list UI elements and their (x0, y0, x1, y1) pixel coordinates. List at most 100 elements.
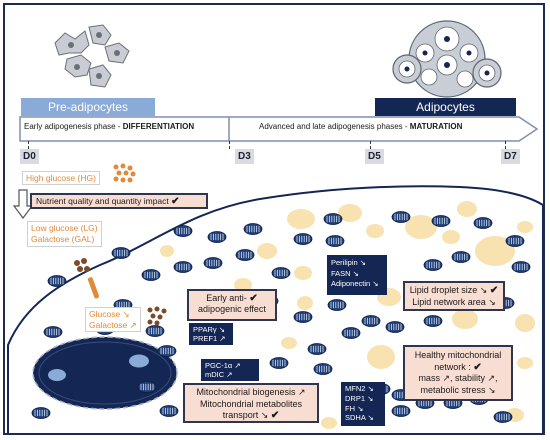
perilipin-box: Perilipin ↘ FASN ↘ Adiponectin ↘ (327, 255, 387, 295)
day-d5: D5 (365, 149, 384, 164)
healthy-network-line1: Healthy mitochondrial (414, 350, 502, 360)
nutrient-impact-text: Nutrient quality and quantity impact (36, 196, 169, 206)
mitochondrion (203, 257, 223, 269)
lipid-droplet (366, 224, 384, 238)
low-glucose-label: Low glucose (LG) (31, 223, 98, 233)
tick-d3 (229, 141, 230, 149)
mitochondrion (293, 233, 313, 245)
early-effect-box: Early anti- ✔ adipogenic effect (187, 289, 277, 321)
transporter-icon (74, 258, 100, 299)
mitochondrion (505, 235, 525, 247)
mitochondrion (327, 299, 347, 311)
lipid-droplet (257, 243, 277, 259)
pparg-pref1-box: PPARγ ↘ PREF1 ↗ (189, 323, 233, 345)
lipid-droplet-text1: Lipid droplet size ↘ (409, 285, 488, 295)
healthy-network-text2: network : (434, 361, 471, 372)
nutrient-shift-arrow-icon (13, 189, 33, 219)
early-effect-text1: Early anti- (206, 293, 247, 303)
healthy-network-line3: mass ↗, stability ↗, (418, 373, 498, 383)
galactose-label: Galactose (GAL) (31, 234, 95, 244)
high-glucose-molecules-icon (113, 163, 136, 183)
lipid-droplet (515, 314, 535, 332)
mitochondrion (493, 411, 513, 423)
day-d7: D7 (501, 149, 520, 164)
pgc-mdic-box: PGC-1α ↗ mDIC ↗ (201, 359, 259, 381)
pparg-label: PPARγ ↘ (193, 325, 225, 334)
mitochondrion (423, 315, 443, 327)
mito-biogenesis-line3: transport ↘ ✔ (185, 410, 317, 422)
lipid-droplet (475, 236, 515, 266)
lipid-droplet (442, 230, 460, 244)
mitochondrion (111, 247, 131, 259)
mitochondrion (271, 267, 291, 279)
fh-label: FH ↘ (345, 403, 364, 413)
mdic-label: mDIC ↗ (205, 370, 233, 379)
mitochondrion (141, 269, 161, 281)
galactose-uptake-label: Galactose ↗ (89, 319, 137, 330)
mitochondrion (385, 321, 405, 333)
lipid-droplet (452, 309, 478, 329)
mito-biogenesis-box: Mitochondrial biogenesis ↗ Mitochondrial… (183, 383, 319, 423)
figure-frame: Pre-adipocytes Adipocytes Early adipogen… (3, 3, 545, 435)
organelles-layer (31, 201, 535, 429)
drp1-label: DRP1 ↘ (345, 393, 374, 403)
late-phase-label: Advanced and late adipogenesis phases - … (259, 122, 462, 131)
mitochondrion (361, 315, 381, 327)
mitochondrion (451, 251, 471, 263)
mitochondrion (137, 381, 157, 393)
tick-d5 (370, 141, 371, 149)
lipid-droplet (517, 221, 533, 233)
mitochondrion (423, 259, 443, 271)
mito-biogenesis-line1: Mitochondrial biogenesis ↗ (196, 387, 306, 397)
mitochondrion (157, 345, 177, 357)
glucose-uptake-label: Glucose ↘ (89, 309, 130, 319)
mitochondrion (341, 327, 361, 339)
lipid-droplet (338, 204, 362, 222)
mitochondrion (473, 217, 493, 229)
mitochondrion (173, 261, 193, 273)
healthy-network-box: Healthy mitochondrial network : ✔ mass ↗… (403, 345, 513, 401)
uptake-molecules-icon (147, 306, 167, 326)
mitochondrion (313, 363, 333, 375)
mitochondrion (511, 261, 531, 273)
pgc-label: PGC-1α ↗ (205, 361, 241, 370)
early-effect-line2: adipogenic effect (198, 304, 266, 314)
adiponectin-label: Adiponectin ↘ (331, 279, 379, 288)
late-phase-prefix: Advanced and late adipogenesis phases - (259, 122, 410, 131)
lipid-droplet (234, 278, 252, 292)
lipid-droplet (405, 215, 437, 239)
check-icon: ✔ (171, 196, 180, 207)
lipid-droplet (294, 266, 312, 280)
mitochondrion (323, 213, 343, 225)
perilipin-label: Perilipin ↘ (331, 258, 367, 267)
tick-d0 (28, 141, 29, 149)
check-icon: ✔ (270, 410, 280, 421)
mfn2-box: MFN2 ↘ DRP1 ↘ FH ↘ SDHA ↘ (341, 382, 385, 426)
lipid-droplet-box: Lipid droplet size ↘ ✔ Lipid network are… (403, 281, 505, 311)
early-phase-prefix: Early adipogenesis phase - (24, 122, 123, 131)
late-phase-bold: MATURATION (409, 122, 463, 131)
lipid-droplet (160, 245, 174, 257)
lipid-droplet-line1: Lipid droplet size ↘ ✔ (405, 285, 503, 297)
mitochondrion (243, 223, 263, 235)
mitochondrion (391, 211, 411, 223)
fasn-label: FASN ↘ (331, 268, 359, 278)
mitochondrion (47, 275, 67, 287)
mfn2-label: MFN2 ↘ (345, 384, 374, 393)
nutrient-impact-box: Nutrient quality and quantity impact ✔ (30, 193, 208, 209)
mitochondrion (307, 343, 327, 355)
low-glucose-box: Low glucose (LG) Galactose (GAL) (27, 221, 102, 247)
early-phase-bold: DIFFERENTIATION (122, 122, 195, 131)
lipid-droplet (297, 296, 313, 310)
mitochondrion (269, 357, 289, 369)
mitochondrion (31, 407, 51, 419)
mitochondrion (325, 235, 345, 247)
mitochondrion (43, 326, 63, 338)
pref1-label: PREF1 ↗ (193, 334, 226, 343)
lipid-droplet-line2: Lipid network area ↘ (412, 296, 496, 307)
healthy-network-line2: network : ✔ (405, 362, 511, 374)
healthy-network-line4: metabolic stress ↘ (420, 384, 496, 395)
mitochondrion (391, 405, 411, 417)
lipid-droplet (287, 209, 315, 229)
early-effect-line1: Early anti- ✔ (189, 293, 275, 304)
